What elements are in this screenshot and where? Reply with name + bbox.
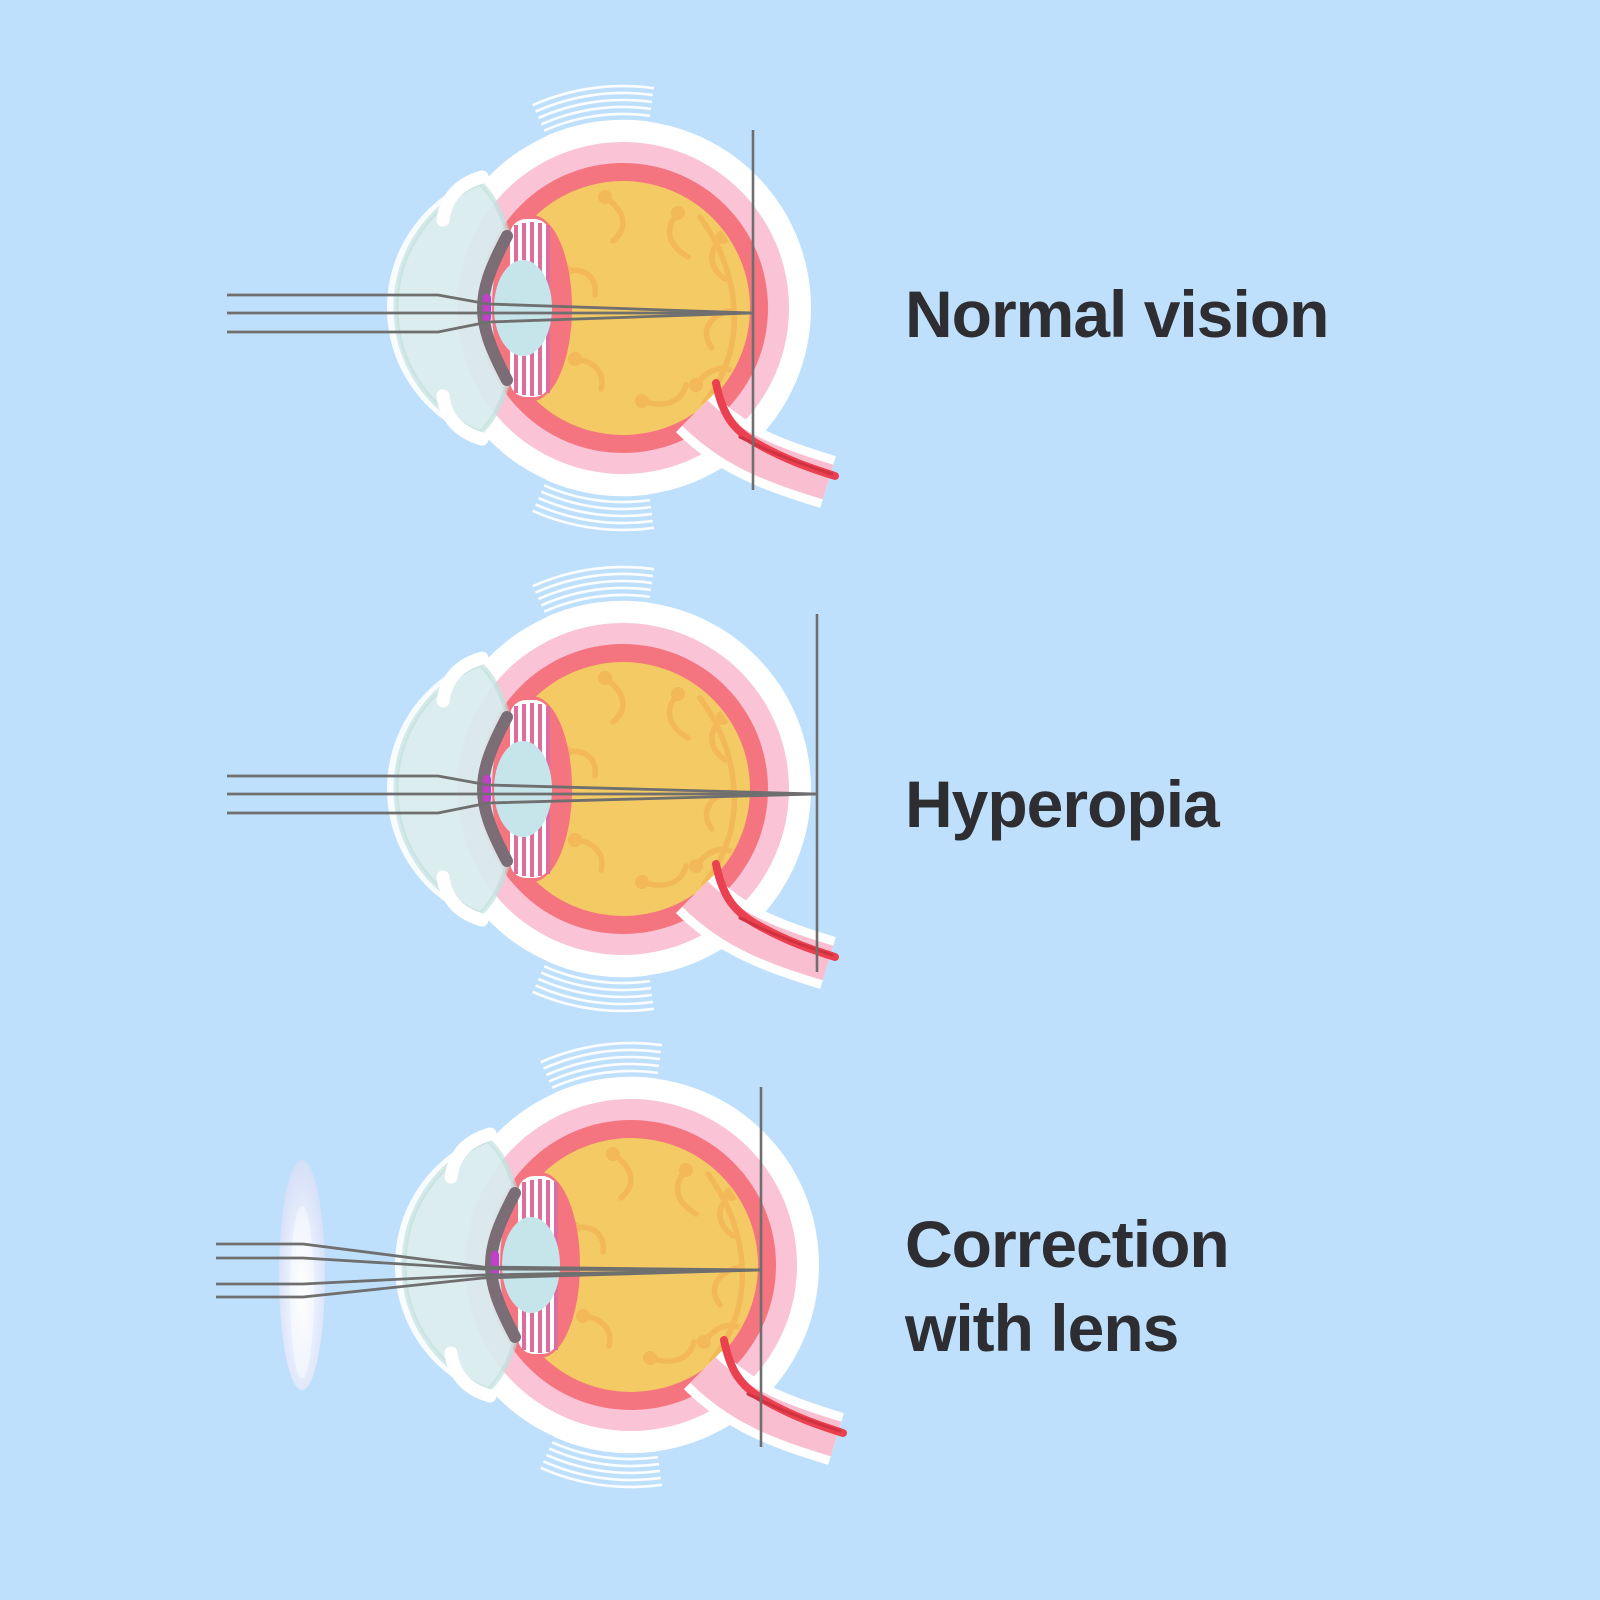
light-ray	[227, 792, 818, 815]
section-label-hyperopia: Hyperopia	[905, 767, 1220, 841]
light-rays	[227, 774, 818, 815]
section-label-correction-with-lens: Correction with lens	[905, 1207, 1230, 1366]
light-ray	[227, 774, 818, 796]
light-rays	[227, 293, 754, 334]
light-ray	[227, 311, 754, 334]
eye-illustration-normal-vision	[227, 85, 880, 585]
section-label-normal-vision: Normal vision	[905, 277, 1329, 351]
light-ray	[227, 293, 754, 315]
eye-illustration-hyperopia	[227, 566, 880, 1066]
light-rays	[216, 1242, 762, 1299]
light-ray	[216, 1268, 762, 1299]
light-ray	[216, 1268, 762, 1286]
light-ray	[216, 1256, 762, 1272]
corrective-lens	[279, 1160, 325, 1390]
eye-illustration-correction	[216, 1042, 888, 1542]
